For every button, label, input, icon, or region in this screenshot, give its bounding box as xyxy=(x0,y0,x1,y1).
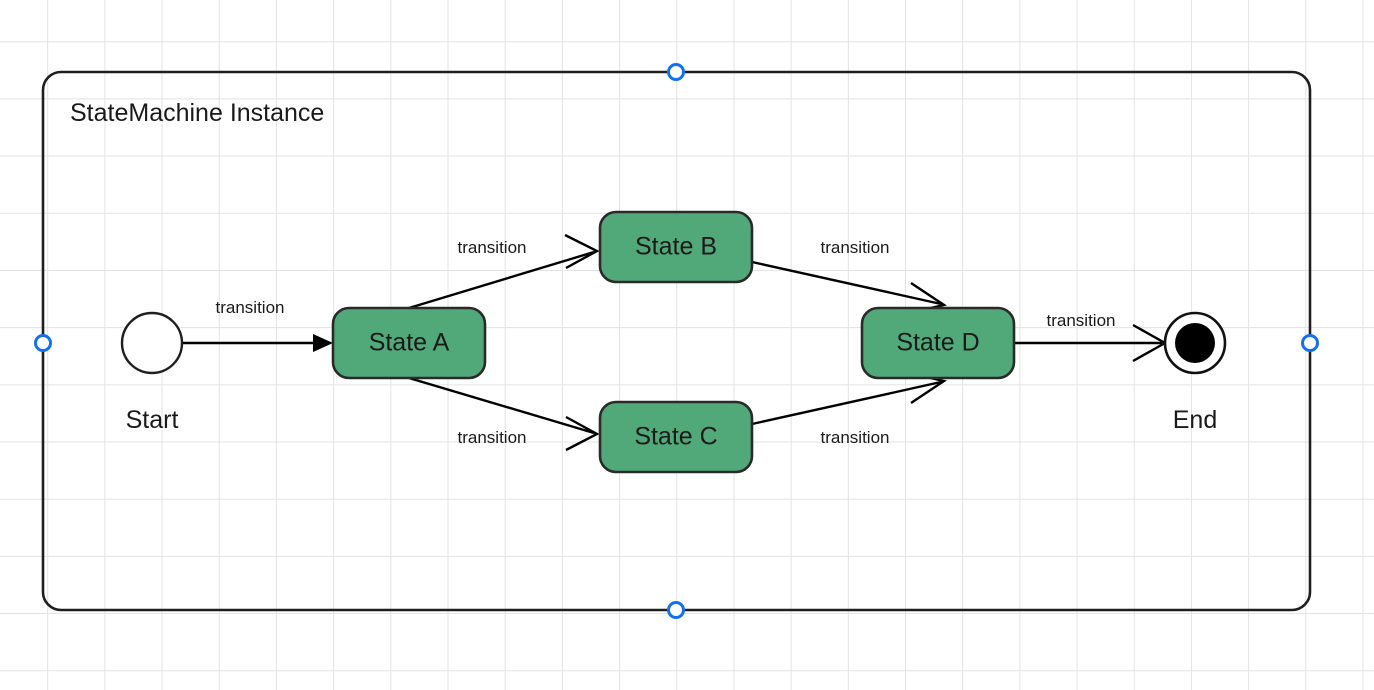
node-end[interactable]: End xyxy=(1163,311,1227,434)
node-end-label: End xyxy=(1173,406,1217,434)
edge-line xyxy=(751,260,942,306)
edge-label: transition xyxy=(458,238,527,257)
edge-state-a-to-state-b[interactable]: transition xyxy=(408,233,600,310)
state-box[interactable] xyxy=(598,210,754,284)
edge-line xyxy=(408,376,595,435)
node-state-a[interactable]: State A xyxy=(331,306,487,380)
final-state-inner-disc xyxy=(1175,323,1215,363)
state-box[interactable] xyxy=(860,306,1016,380)
node-start-label: Start xyxy=(126,406,179,434)
initial-state-circle[interactable] xyxy=(120,311,184,375)
resize-handle-right[interactable] xyxy=(1301,334,1319,352)
state-box[interactable] xyxy=(598,400,754,474)
resize-handle-bottom[interactable] xyxy=(667,601,685,619)
container-title: StateMachine Instance xyxy=(70,99,324,127)
arrowhead-open-v xyxy=(565,415,600,452)
edge-start-to-state-a[interactable]: transition xyxy=(183,298,333,352)
edge-state-d-to-end[interactable]: transition xyxy=(1014,311,1168,363)
edge-label: transition xyxy=(1047,311,1116,330)
edge-label: transition xyxy=(821,238,890,257)
node-state-b[interactable]: State B xyxy=(598,210,754,284)
edge-state-a-to-state-c[interactable]: transition xyxy=(408,376,600,452)
node-state-b-label: State B xyxy=(635,233,717,261)
node-state-c-label: State C xyxy=(634,423,717,451)
node-state-d-label: State D xyxy=(896,329,979,357)
node-start[interactable]: Start xyxy=(120,311,184,434)
node-state-d[interactable]: State D xyxy=(860,306,1016,380)
resize-handle-top[interactable] xyxy=(667,63,685,81)
arrowhead-filled-triangle xyxy=(313,334,333,352)
resize-handle-left[interactable] xyxy=(34,334,52,352)
state-box[interactable] xyxy=(331,306,487,380)
node-state-c[interactable]: State C xyxy=(598,400,754,474)
arrowhead-open-v xyxy=(564,233,600,270)
edge-label: transition xyxy=(458,428,527,447)
edge-label: transition xyxy=(216,298,285,317)
node-state-a-label: State A xyxy=(369,329,450,357)
statemachine-instance-container[interactable] xyxy=(41,70,1312,612)
edge-state-c-to-state-d[interactable]: transition xyxy=(751,371,948,447)
edge-line xyxy=(751,380,942,426)
edge-line xyxy=(408,250,595,310)
edge-label: transition xyxy=(821,428,890,447)
edge-state-b-to-state-d[interactable]: transition xyxy=(751,238,948,315)
